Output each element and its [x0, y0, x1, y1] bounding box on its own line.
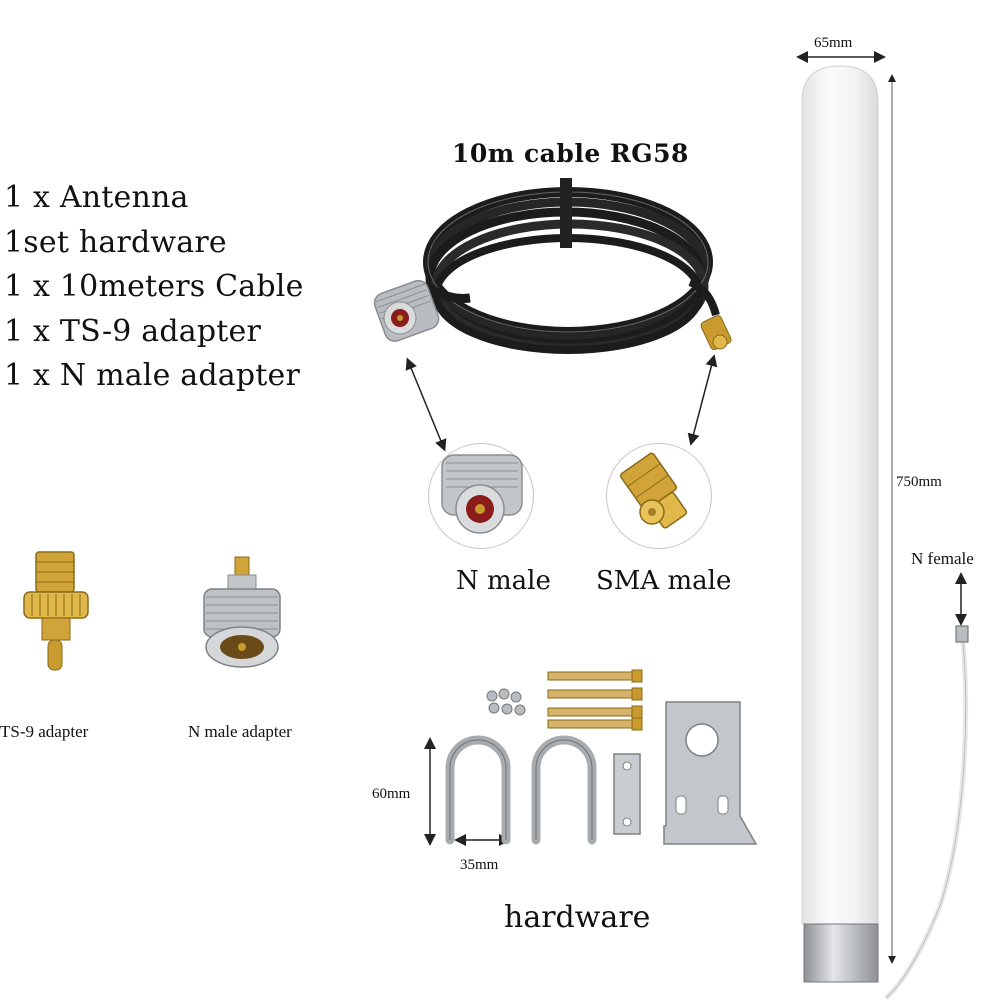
cable-title: 10m cable RG58 — [452, 139, 689, 168]
n-male-adapter-label: N male adapter — [188, 722, 292, 741]
hardware-height-dim: 60mm — [372, 786, 411, 802]
antenna-connector-label: N female — [911, 549, 974, 568]
sma-male-connector-image — [619, 452, 688, 529]
clamp-plate-image — [613, 753, 641, 835]
screws-image — [486, 688, 526, 716]
package-contents-list: 1 x Antenna 1set hardware 1 x 10meters C… — [4, 176, 304, 399]
package-item: 1 x N male adapter — [4, 358, 301, 393]
coiled-cable-image — [423, 178, 720, 354]
n-male-adapter-image — [203, 556, 281, 668]
hardware-label: hardware — [504, 900, 651, 935]
u-bolts-image — [445, 735, 597, 845]
omni-antenna-image — [801, 65, 879, 983]
antenna-diameter-dim: 65mm — [814, 35, 853, 51]
package-item: 1 x 10meters Cable — [4, 269, 304, 304]
antenna-length-dim: 750mm — [896, 474, 942, 490]
expansion-bolts-image — [547, 669, 643, 731]
ts9-adapter-label: TS-9 adapter — [0, 722, 89, 741]
mounting-bracket-image — [663, 701, 758, 845]
antenna-pigtail-cable — [884, 625, 969, 1000]
ts9-adapter-image — [23, 551, 89, 671]
hardware-width-dim: 35mm — [460, 857, 499, 873]
package-item: 1 x Antenna — [4, 180, 189, 215]
cable-sma-connector-image — [700, 315, 732, 350]
sma-male-label: SMA male — [596, 566, 732, 596]
cable-n-connector-image — [373, 279, 440, 342]
package-item: 1set hardware — [4, 224, 227, 260]
package-item: 1 x TS-9 adapter — [4, 313, 262, 349]
n-male-connector-image — [441, 454, 523, 534]
n-male-label: N male — [456, 566, 551, 596]
